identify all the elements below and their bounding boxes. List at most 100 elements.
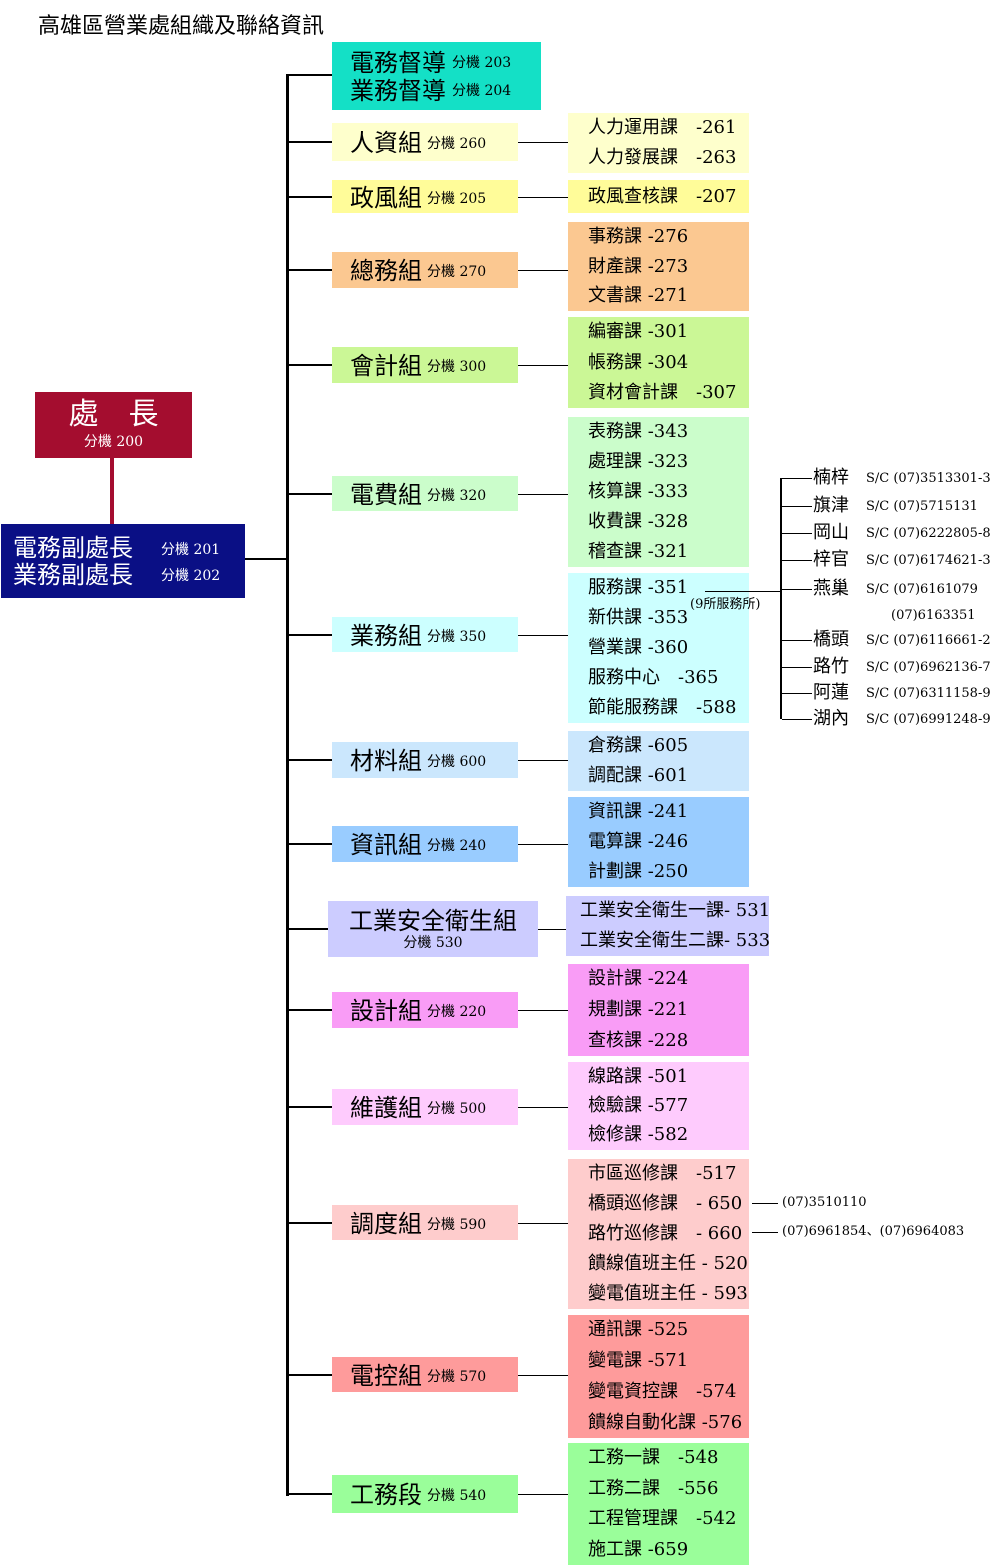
section-item: 通訊課 -525 [588, 1319, 689, 1340]
patrol-phone: (07)3510110 [782, 1195, 867, 1210]
service-office-name: 梓官 [813, 549, 849, 570]
section-item: 變電值班主任 - 593 [588, 1283, 748, 1304]
supervisor-electrical-name: 電務督導 [350, 49, 446, 77]
deputy-business-ext: 分機 202 [161, 568, 221, 584]
group-11-branch-line [288, 1106, 332, 1108]
service-office-name: 橋頭 [813, 629, 849, 650]
section-item: 電算課 -246 [588, 831, 689, 852]
deputy-electrical-name: 電務副處長 [13, 534, 133, 562]
section-item: 營業課 -360 [588, 637, 689, 658]
group-9-box: 工業安全衛生組分機 530 [328, 901, 538, 957]
group-name: 政風組 [350, 184, 422, 212]
service-office-phone: S/C (07)6161079 [866, 582, 978, 597]
service-office-bracket [780, 478, 782, 719]
section-item: 規劃課 -221 [588, 999, 689, 1020]
section-item: 變電課 -571 [588, 1350, 689, 1371]
section-item: 編審課 -301 [588, 321, 689, 342]
group-ext: 分機 350 [427, 629, 487, 645]
service-office-note: (9所服務所) [690, 597, 761, 612]
deputy-business-name: 業務副處長 [13, 561, 133, 589]
group-2-sections-box: 政風查核課 -207 [568, 180, 749, 213]
group-10-sections-box: 設計課 -224 規劃課 -221 查核課 -228 [568, 964, 749, 1056]
supervisor-branch-line [288, 74, 332, 76]
service-office-tick [782, 667, 812, 668]
section-item: 設計課 -224 [588, 968, 689, 989]
section-item: 變電資控課 -574 [588, 1381, 737, 1402]
section-item: 服務課 -351 [588, 577, 689, 598]
section-item: 節能服務課 -588 [588, 697, 737, 718]
section-item: 線路課 -501 [588, 1066, 689, 1087]
group-13-sections-box: 通訊課 -525 變電課 -571 變電資控課 -574 饋線自動化課 -576 [568, 1315, 749, 1438]
service-office-phone: S/C (07)5715131 [866, 499, 978, 514]
service-office-name: 旗津 [813, 495, 849, 516]
section-item: 人力運用課 -261 [588, 117, 737, 138]
group-name: 工務段 [350, 1481, 422, 1509]
group-ext: 分機 540 [427, 1488, 487, 1504]
group-12-box: 調度組分機 590 [332, 1205, 518, 1240]
group-9-section-connector [538, 929, 566, 930]
group-name: 人資組 [350, 129, 422, 157]
section-item: 橋頭巡修課 - 650 [588, 1193, 743, 1214]
service-office-phone: S/C (07)6222805-8 [866, 526, 991, 541]
section-item: 饋線自動化課 -576 [588, 1412, 743, 1433]
supervisor-business-name: 業務督導 [350, 77, 446, 105]
section-item: 資材會計課 -307 [588, 382, 737, 403]
group-name: 設計組 [350, 997, 422, 1025]
group-12-section-connector [518, 1223, 568, 1224]
section-item: 財產課 -273 [588, 256, 689, 277]
group-1-branch-line [288, 141, 332, 143]
deputy-electrical-ext: 分機 201 [161, 542, 221, 558]
group-6-branch-line [288, 633, 332, 636]
service-office-tick [782, 719, 812, 720]
group-name: 調度組 [350, 1210, 422, 1238]
group-10-section-connector [518, 1010, 568, 1011]
group-name: 材料組 [350, 747, 422, 775]
group-9-branch-line [288, 928, 328, 930]
group-6-box: 業務組分機 350 [332, 617, 518, 652]
service-office-name: 岡山 [813, 522, 849, 543]
group-5-box: 電費組分機 320 [332, 476, 518, 511]
service-office-name: 路竹 [813, 656, 849, 677]
group-7-branch-line [288, 759, 332, 761]
page-title: 高雄區營業處組織及聯絡資訊 [38, 14, 325, 39]
group-ext: 分機 260 [427, 136, 487, 152]
group-3-branch-line [288, 269, 332, 271]
director-connector [110, 458, 114, 524]
service-office-phone: S/C (07)6116661-2 [866, 633, 991, 648]
section-item: 饋線值班主任 - 520 [588, 1253, 748, 1274]
service-office-phone: S/C (07)6962136-7 [866, 660, 991, 675]
section-item: 表務課 -343 [588, 421, 689, 442]
section-item: 人力發展課 -263 [588, 147, 737, 168]
group-13-section-connector [518, 1375, 568, 1376]
service-office-connector [705, 591, 780, 592]
section-item: 服務中心 -365 [588, 667, 719, 688]
service-office-name: 楠梓 [813, 467, 849, 488]
section-item: 政風查核課 -207 [588, 186, 737, 207]
service-office-name: 燕巢 [813, 578, 849, 599]
group-2-branch-line [288, 195, 332, 198]
group-name: 電費組 [350, 481, 422, 509]
group-11-section-connector [518, 1107, 568, 1108]
group-ext: 分機 530 [403, 935, 463, 951]
section-item: 路竹巡修課 - 660 [588, 1223, 743, 1244]
group-14-branch-line [288, 1493, 332, 1495]
service-office-tick [782, 693, 812, 694]
section-item: 工業安全衛生一課- 531 [580, 900, 771, 921]
group-ext: 分機 270 [427, 264, 487, 280]
section-item: 工務二課 -556 [588, 1478, 719, 1499]
group-name: 總務組 [350, 257, 422, 285]
service-office-tick [782, 640, 812, 641]
group-name: 工業安全衛生組 [349, 907, 517, 935]
group-14-box: 工務段分機 540 [332, 1475, 518, 1513]
deputy-box: 電務副處長 分機 201 業務副處長 分機 202 [1, 524, 245, 598]
section-item: 核算課 -333 [588, 481, 689, 502]
supervisor-business-ext: 分機 204 [452, 83, 512, 99]
group-ext: 分機 600 [427, 754, 487, 770]
section-item: 查核課 -228 [588, 1030, 689, 1051]
